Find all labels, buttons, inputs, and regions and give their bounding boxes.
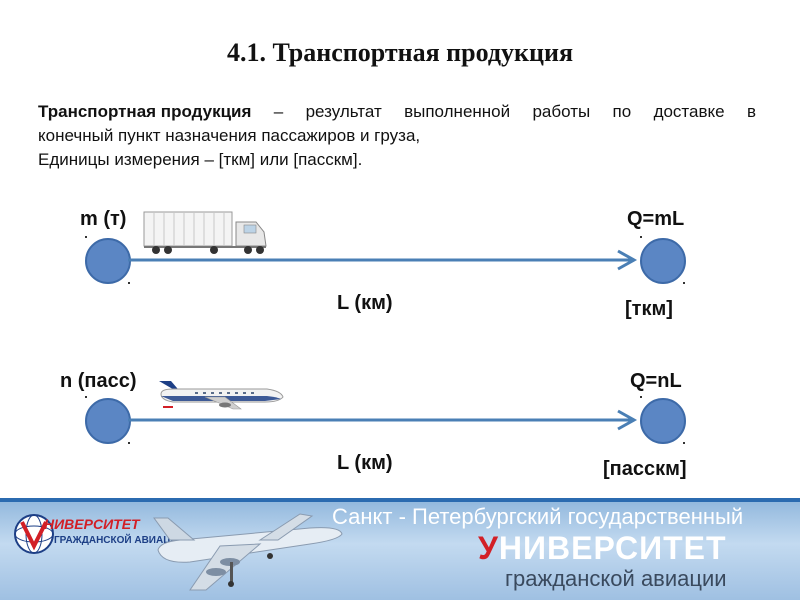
passenger-distance-label: L (км) <box>337 452 393 474</box>
corner-dot <box>128 282 130 284</box>
corner-dot <box>85 236 87 238</box>
freight-destination-node <box>640 238 686 284</box>
definition-word: работы <box>532 102 591 121</box>
passenger-destination-node <box>640 398 686 444</box>
freight-mass-label: m (т) <box>80 208 127 230</box>
freight-unit: [ткм] <box>625 298 673 320</box>
definition-word: – <box>273 102 284 121</box>
definition-word: по <box>612 102 632 121</box>
banner-university-rest: НИВЕРСИТЕТ <box>498 530 727 566</box>
passenger-unit: [пасскм] <box>603 458 687 480</box>
university-banner <box>0 498 800 600</box>
corner-dot <box>85 396 87 398</box>
airplane-icon <box>159 381 284 410</box>
banner-stripe <box>0 498 800 502</box>
freight-origin-node <box>85 238 131 284</box>
definition-word: в <box>746 102 756 121</box>
corner-dot <box>640 396 642 398</box>
definition-paragraph: Транспортная продукция – результат выпол… <box>38 100 758 172</box>
definition-word: выполненной <box>404 102 511 121</box>
definition-line-2: конечный пункт назначения пассажиров и г… <box>38 126 421 145</box>
corner-dot <box>683 282 685 284</box>
passenger-arrow <box>128 409 638 431</box>
logo-university-text: НИВЕРСИТЕТ <box>44 516 140 532</box>
passenger-formula: Q=nL <box>630 370 682 392</box>
corner-dot <box>683 442 685 444</box>
university-logo-icon <box>14 514 54 554</box>
passenger-count-label: n (пасс) <box>60 370 137 392</box>
freight-arrow <box>128 249 638 271</box>
banner-airplane-icon <box>153 513 343 591</box>
slide-title: 4.1. Транспортная продукция <box>226 38 574 67</box>
banner-line-1: Санкт - Петербургский государственный <box>332 504 744 529</box>
banner-university: УНИВЕРСИТЕТ <box>478 530 727 567</box>
definition-word: результат <box>305 102 382 121</box>
definition-term: Транспортная продукция <box>38 102 252 121</box>
logo-civil-aviation-text: ГРАЖДАНСКОЙ АВИАЦИИ <box>54 535 185 546</box>
definition-word: доставке <box>653 102 725 121</box>
passenger-origin-node <box>85 398 131 444</box>
freight-distance-label: L (км) <box>337 292 393 314</box>
truck-icon <box>143 211 267 254</box>
corner-dot <box>640 236 642 238</box>
banner-university-first-letter: У <box>478 530 499 566</box>
corner-dot <box>128 442 130 444</box>
freight-formula: Q=mL <box>627 208 685 230</box>
definition-line-1: Транспортная продукция – результат выпол… <box>38 100 756 124</box>
definition-line-3: Единицы измерения – [ткм] или [пасскм]. <box>38 150 363 169</box>
banner-line-3: гражданской авиации <box>505 566 727 591</box>
